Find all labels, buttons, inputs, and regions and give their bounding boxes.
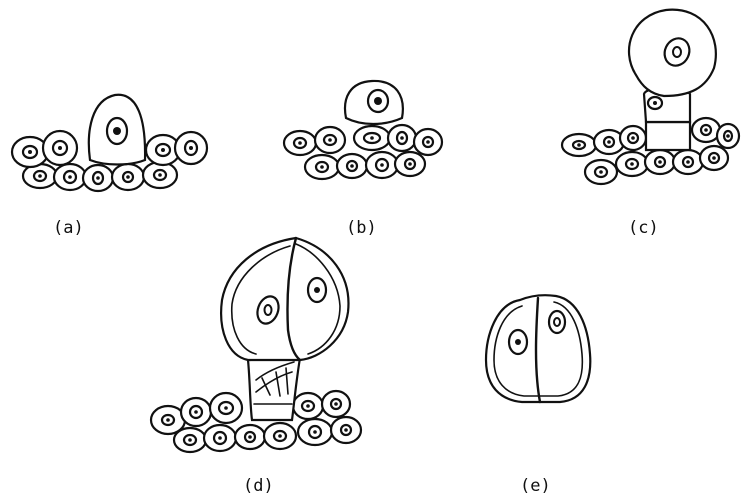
panel-b-large-cell xyxy=(343,79,404,126)
panel-a-drawing xyxy=(10,93,209,193)
panel-d-epithelium xyxy=(149,389,363,454)
panel-d-label: (d) xyxy=(243,476,274,496)
panel-c-label: (c) xyxy=(628,218,659,238)
panel-d-dividing-cell xyxy=(220,236,350,362)
panel-b-label: (b) xyxy=(346,218,377,238)
panel-b-epithelium xyxy=(282,123,444,181)
panel-c-drawing xyxy=(560,8,741,186)
panel-c-stalk xyxy=(642,86,692,152)
panel-c-large-cell xyxy=(627,8,717,98)
panel-a-label: (a) xyxy=(53,218,84,238)
panel-d-drawing xyxy=(149,236,363,454)
panel-a-large-cell xyxy=(87,93,147,166)
panel-e-label: (e) xyxy=(520,476,551,496)
panel-d-stalk xyxy=(246,356,302,422)
panel-b-drawing xyxy=(282,79,444,181)
panel-e-drawing xyxy=(484,294,592,404)
panel-a-epithelium xyxy=(10,129,209,193)
panel-c-epithelium xyxy=(560,116,741,186)
